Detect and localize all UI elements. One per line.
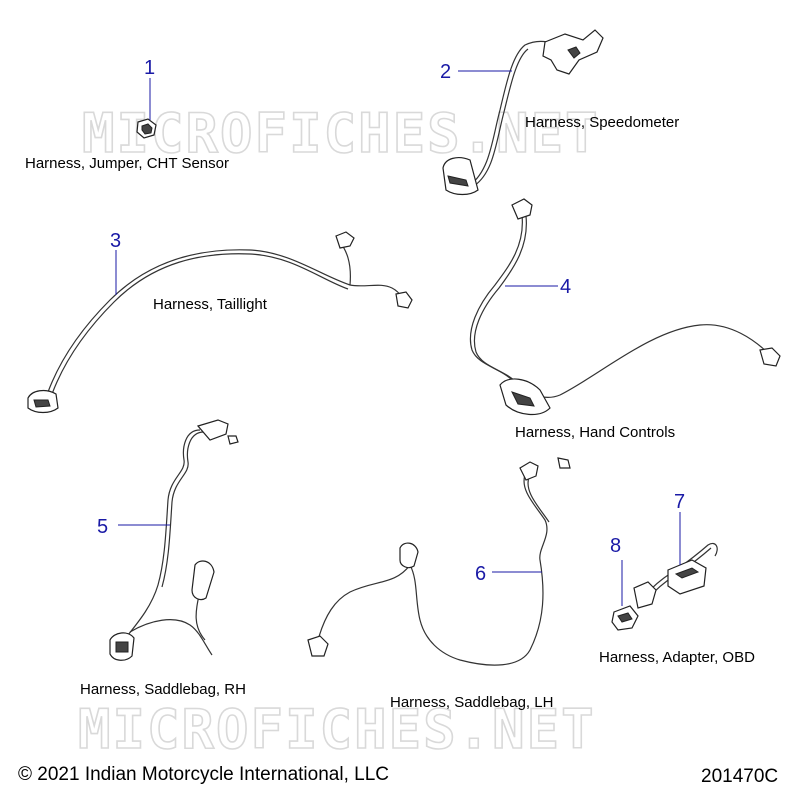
callout-1: 1 xyxy=(144,57,155,79)
caption-3: Harness, Taillight xyxy=(153,296,268,313)
callout-8: 8 xyxy=(610,535,621,557)
callout-2: 2 xyxy=(440,61,451,83)
watermark-top: MICROFICHES.NET xyxy=(82,102,600,165)
caption-6: Harness, Saddlebag, LH xyxy=(390,694,553,711)
caption-7: Harness, Adapter, OBD xyxy=(599,649,755,666)
watermark-bottom: MICROFICHES.NET xyxy=(78,698,596,761)
part-3-taillight-harness xyxy=(27,231,413,414)
part-4-hand-controls-harness xyxy=(469,198,781,415)
caption-5: Harness, Saddlebag, RH xyxy=(80,681,246,698)
part-1-jumper-harness xyxy=(136,118,157,139)
caption-1: Harness, Jumper, CHT Sensor xyxy=(25,155,229,172)
part-8-obd-plug xyxy=(611,605,639,631)
part-5-saddlebag-rh-harness xyxy=(109,419,239,661)
caption-2: Harness, Speedometer xyxy=(525,114,679,131)
caption-4: Harness, Hand Controls xyxy=(515,424,675,441)
part-6-saddlebag-lh-harness xyxy=(307,457,571,666)
callout-5: 5 xyxy=(97,516,108,538)
callout-4: 4 xyxy=(560,276,571,298)
part-2-speedometer-harness xyxy=(442,29,604,196)
callout-6: 6 xyxy=(475,563,486,585)
part-7-obd-adapter-harness xyxy=(633,542,718,609)
callout-3: 3 xyxy=(110,230,121,252)
copyright-text: © 2021 Indian Motorcycle International, … xyxy=(18,764,389,785)
diagram-id: 201470C xyxy=(701,766,779,787)
callout-7: 7 xyxy=(674,491,685,513)
